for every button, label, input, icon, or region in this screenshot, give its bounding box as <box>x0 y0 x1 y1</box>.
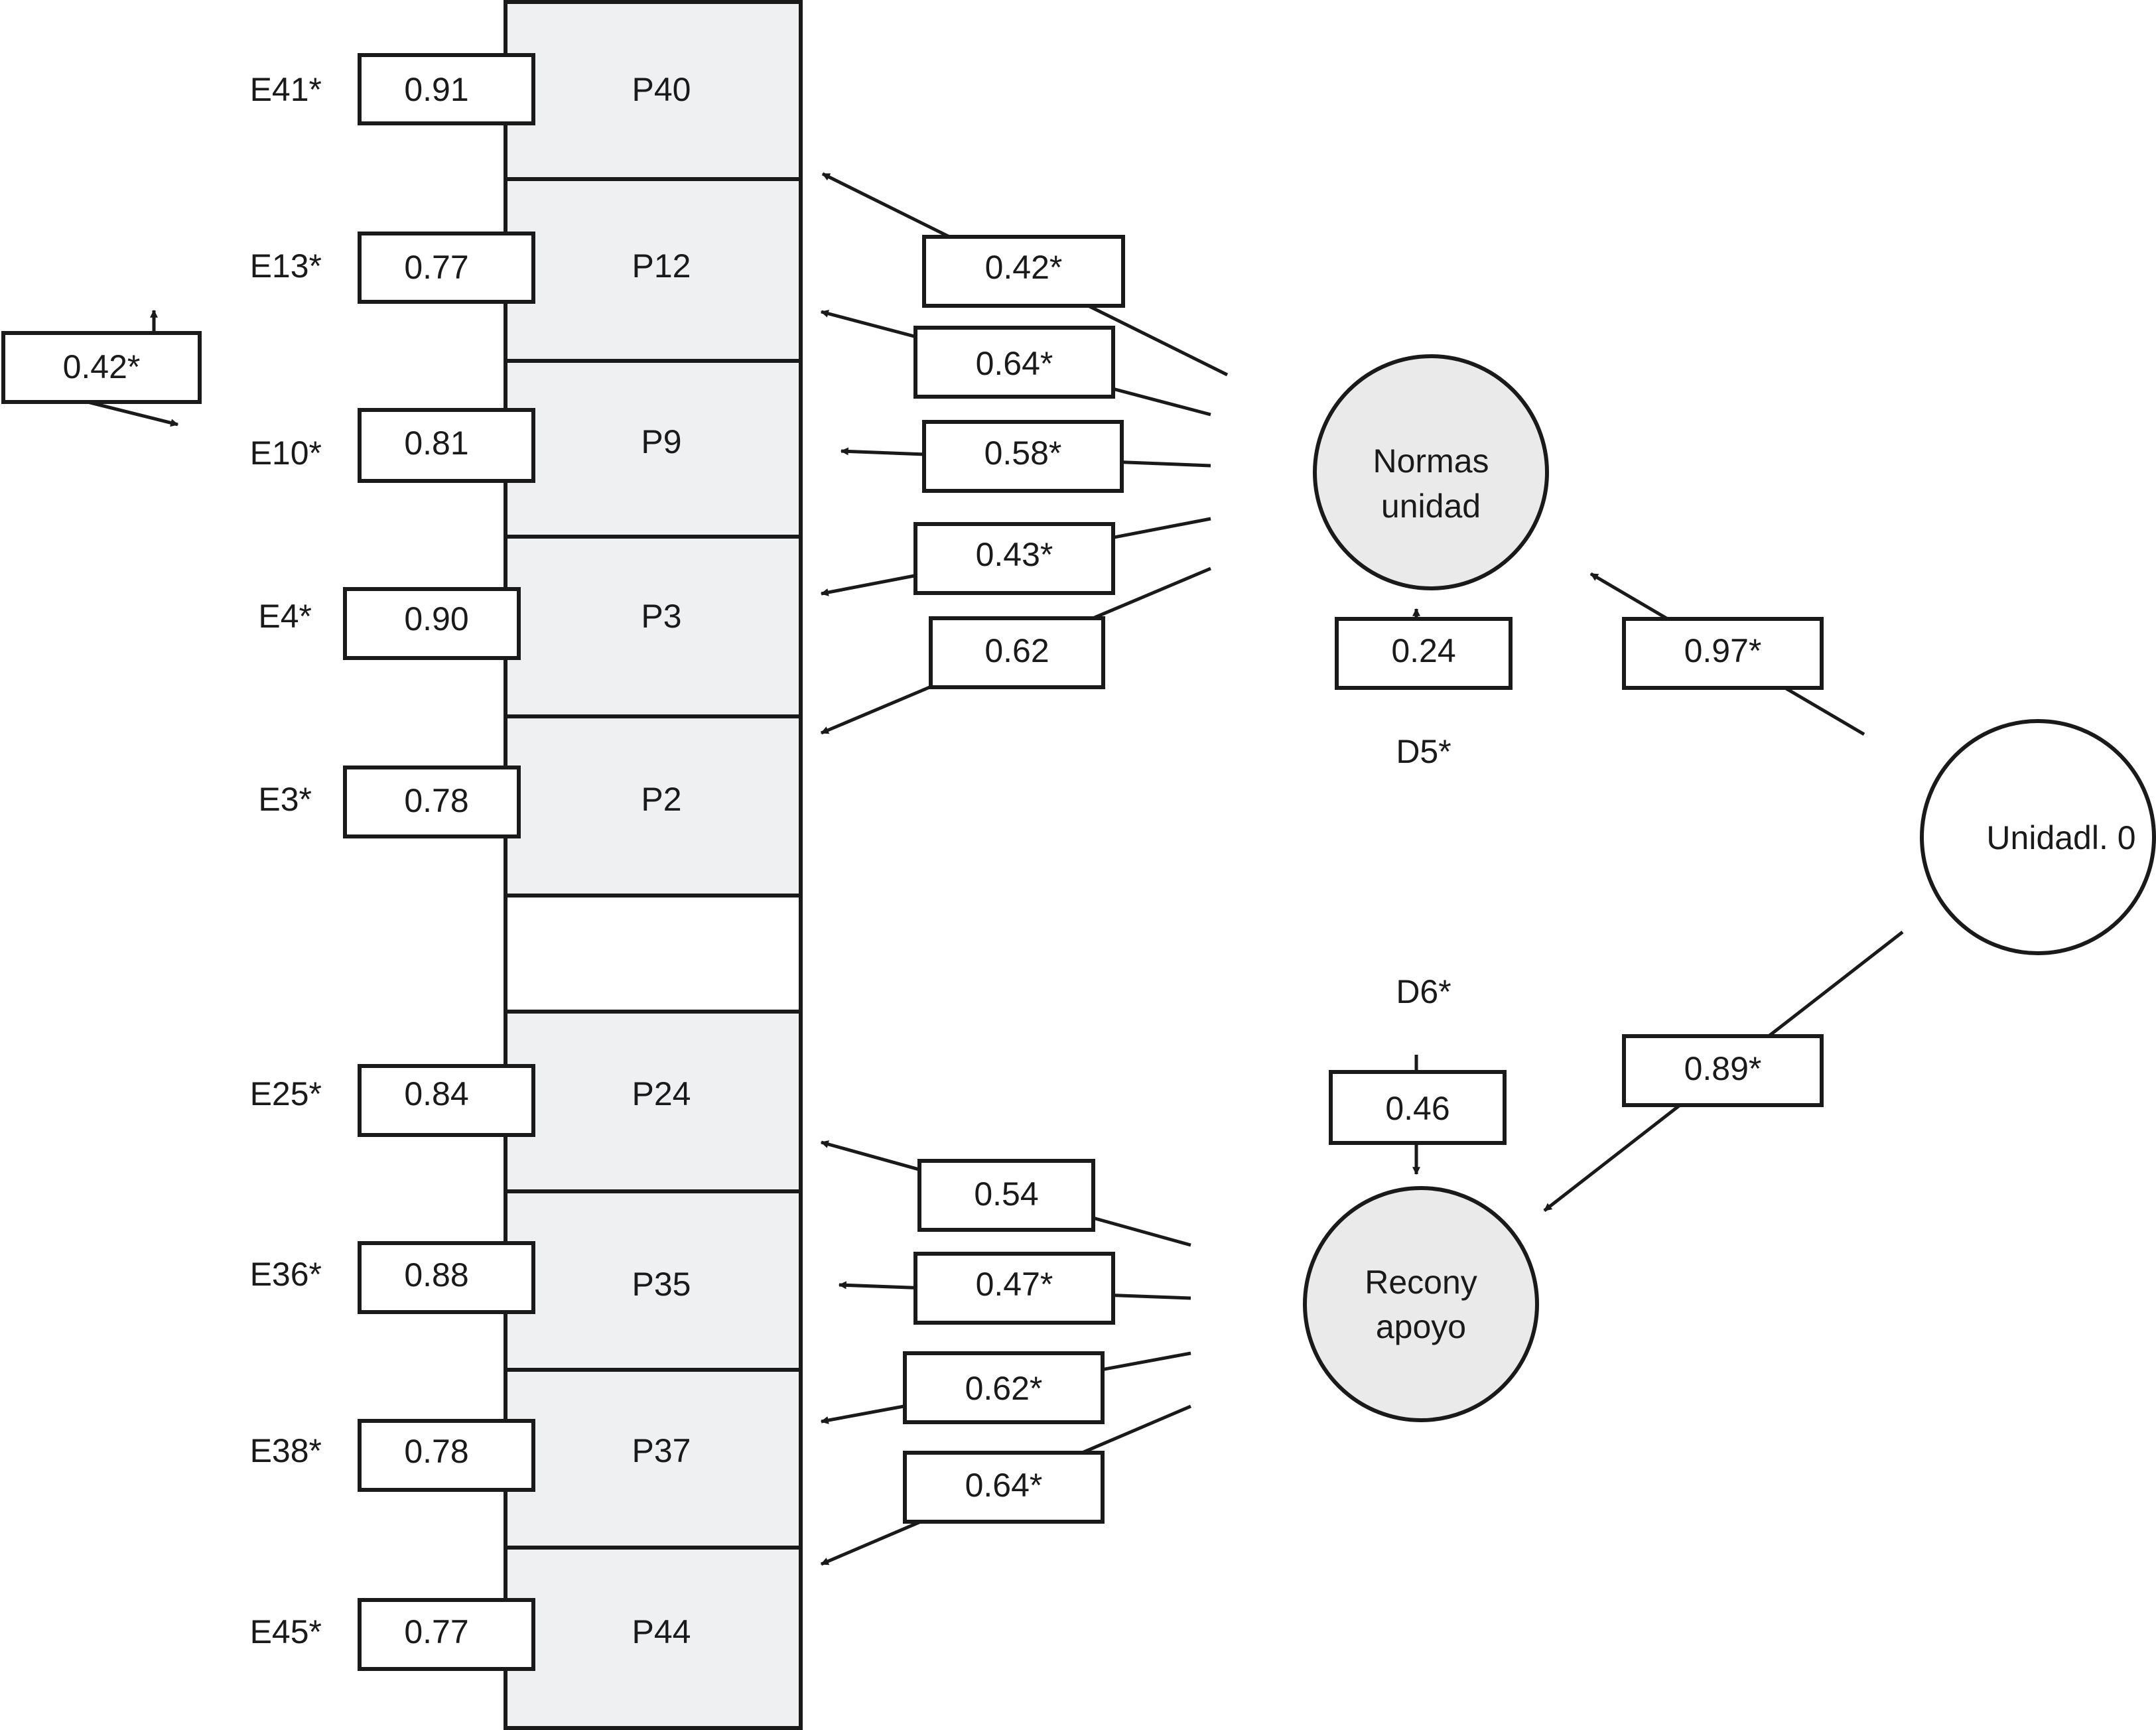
factor-normas-unidad <box>1313 354 1549 590</box>
covariance-value: 0.42* <box>63 348 141 385</box>
error-value-e45: 0.77 <box>404 1613 468 1650</box>
error-label-e4: E4* <box>258 598 312 635</box>
error-value-e10: 0.81 <box>404 425 468 462</box>
item-box-p3 <box>504 535 803 718</box>
error-covariance: 0.42* <box>1 309 202 427</box>
disturbance-label-d6: D6* <box>1396 973 1451 1010</box>
disturbance-value-d5: 0.24 <box>1391 632 1455 669</box>
item-box-p9 <box>504 359 803 539</box>
error-value-e4: 0.90 <box>404 600 468 637</box>
error-label-e36: E36* <box>250 1256 322 1293</box>
item-label-p2: P2 <box>641 781 681 818</box>
loading-value-p40: 0.42* <box>985 249 1063 286</box>
loading-box-p3 <box>913 522 1115 595</box>
error-box-e36 <box>358 1241 535 1314</box>
item-box-p12 <box>504 177 803 363</box>
factor-recon-line2: apoyo <box>1376 1308 1466 1345</box>
loading-box-p35 <box>913 1252 1115 1325</box>
disturbance-value-d6: 0.46 <box>1385 1090 1449 1127</box>
factor-recon-apoyo <box>1303 1186 1539 1422</box>
error-value-e3: 0.78 <box>404 782 468 819</box>
error-box-e13 <box>358 232 535 304</box>
error-label-e25: E25* <box>250 1075 322 1112</box>
error-label-e10: E10* <box>250 434 322 472</box>
error-box-e41 <box>358 53 535 125</box>
loading-box-p2 <box>929 616 1105 689</box>
loading-value-p3: 0.43* <box>976 536 1053 573</box>
second-order-value-recon: 0.89* <box>1684 1050 1762 1087</box>
item-label-p3: P3 <box>641 598 681 635</box>
error-box-e10 <box>358 408 535 483</box>
loading-box-p9 <box>922 420 1124 493</box>
error-label-e41: E41* <box>250 71 322 108</box>
covariance-box <box>1 331 202 404</box>
error-value-e13: 0.77 <box>404 249 468 286</box>
loading-box-p44 <box>903 1451 1105 1524</box>
error-value-e41: 0.91 <box>404 71 468 108</box>
factor-normas-line1: Normas <box>1373 442 1489 480</box>
loading-box-p40 <box>922 235 1125 308</box>
loading-value-p9: 0.58* <box>984 434 1062 472</box>
loading-value-p2: 0.62 <box>984 632 1049 669</box>
loading-box-p24 <box>917 1159 1095 1232</box>
factor-unidad <box>1920 719 2156 955</box>
error-label-e38: E38* <box>250 1432 322 1469</box>
factor-unidad-label: Unidadl. 0 <box>1986 819 2135 856</box>
error-box-e4 <box>343 587 521 660</box>
item-label-p44: P44 <box>632 1613 691 1650</box>
second-order-box-normas <box>1622 617 1824 690</box>
error-box-e45 <box>358 1598 535 1671</box>
item-label-p35: P35 <box>632 1266 691 1303</box>
error-box-e38 <box>358 1419 535 1492</box>
item-box-p40 <box>504 0 803 181</box>
error-label-e45: E45* <box>250 1613 322 1650</box>
factor-recon-line1: Recony <box>1365 1264 1477 1301</box>
error-label-e13: E13* <box>250 247 322 285</box>
disturbance-box-d5 <box>1335 617 1513 690</box>
factor-normas-line2: unidad <box>1381 488 1481 525</box>
item-column <box>504 0 803 1730</box>
item-label-p12: P12 <box>632 247 691 285</box>
error-box-e25 <box>358 1064 535 1137</box>
error-box-e3 <box>343 765 521 838</box>
item-box-p44 <box>504 1546 803 1730</box>
loading-value-p37: 0.62* <box>965 1370 1043 1407</box>
error-value-e25: 0.84 <box>404 1075 468 1112</box>
item-gap <box>504 894 803 1014</box>
item-label-p24: P24 <box>632 1075 691 1112</box>
second-order-box-recon <box>1622 1034 1824 1107</box>
second-order-value-normas: 0.97* <box>1684 632 1762 669</box>
item-label-p37: P37 <box>632 1432 691 1469</box>
error-value-e36: 0.88 <box>404 1256 468 1294</box>
loading-value-p44: 0.64* <box>965 1467 1043 1504</box>
loading-box-p12 <box>913 326 1115 399</box>
error-label-e3: E3* <box>258 781 312 818</box>
error-value-e38: 0.78 <box>404 1433 468 1470</box>
disturbance-box-d6 <box>1329 1070 1507 1145</box>
loading-value-p24: 0.54 <box>974 1175 1038 1213</box>
loading-value-p12: 0.64* <box>976 345 1053 382</box>
item-label-p40: P40 <box>632 71 691 108</box>
item-label-p9: P9 <box>641 423 681 460</box>
disturbance-label-d5: D5* <box>1396 733 1451 770</box>
loading-box-p37 <box>903 1351 1105 1424</box>
loading-value-p35: 0.47* <box>976 1266 1053 1303</box>
